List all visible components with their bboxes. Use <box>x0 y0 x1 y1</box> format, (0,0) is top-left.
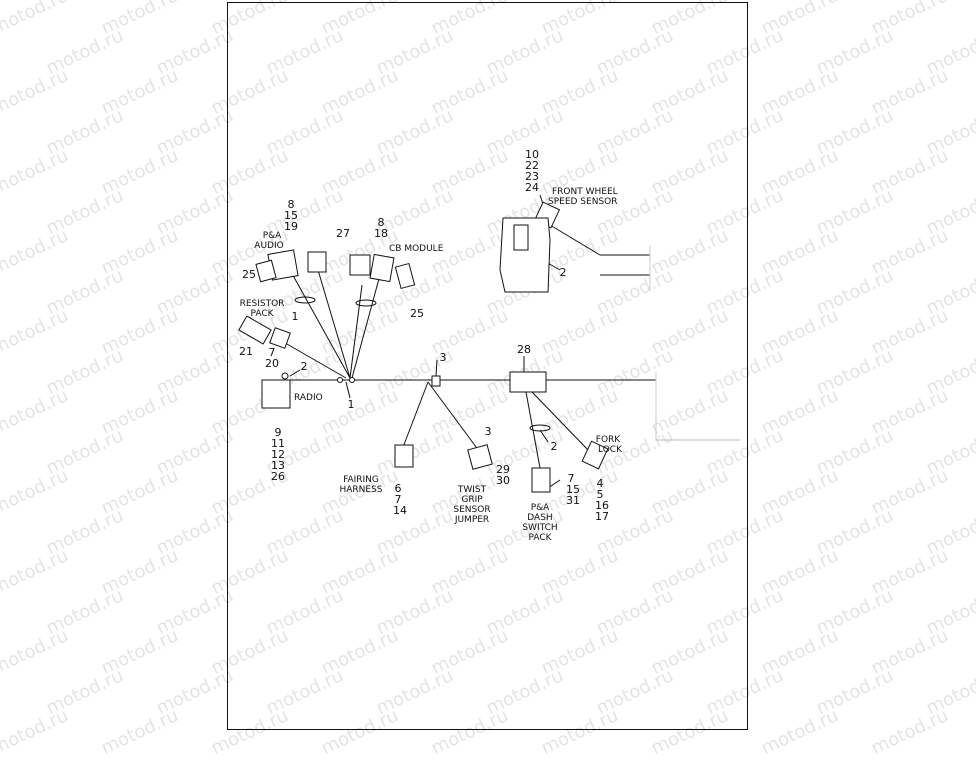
branch-twist <box>428 382 482 455</box>
label-cb-module: CB MODULE <box>389 244 444 254</box>
callout-27: 27 <box>336 227 350 240</box>
callout-30: 30 <box>496 474 510 487</box>
branch-fairing <box>400 382 428 455</box>
callout-20: 20 <box>265 357 279 370</box>
callout-2: 2 <box>551 440 558 453</box>
dash-switch-connector <box>532 468 550 492</box>
callout-14: 14 <box>393 504 407 517</box>
label-radio: RADIO <box>294 393 323 403</box>
resistor-pack <box>239 316 271 344</box>
harness-clip <box>338 378 343 383</box>
callout-24: 24 <box>525 181 539 194</box>
callout-25: 25 <box>410 307 424 320</box>
callout-1: 1 <box>292 310 299 323</box>
callout-17: 17 <box>595 510 609 523</box>
callout-1: 1 <box>348 398 355 411</box>
branch-27-left <box>318 270 350 378</box>
frame-stub-lower <box>656 372 740 440</box>
speed-sensor-branch <box>550 225 600 255</box>
callout-26: 26 <box>271 470 285 483</box>
connector-27-left <box>308 252 326 272</box>
callout-28: 28 <box>517 343 531 356</box>
leader-2-radio <box>290 370 300 376</box>
callout-21: 21 <box>239 345 253 358</box>
callout-2: 2 <box>301 360 308 373</box>
harness-clip <box>350 378 355 383</box>
cb-module-connector <box>370 254 394 281</box>
leader-3 <box>436 360 437 376</box>
callout-31: 31 <box>566 494 580 507</box>
callout-3: 3 <box>440 351 447 364</box>
callout-19: 19 <box>284 220 298 233</box>
harness-clip-3 <box>432 376 440 386</box>
callout-18: 18 <box>374 227 388 240</box>
connector-27-right <box>350 255 370 275</box>
connector-25-cb <box>395 264 414 289</box>
branch-pa-audio <box>290 270 350 378</box>
branch-fork <box>532 392 590 452</box>
callout-3: 3 <box>485 425 492 438</box>
speed-sensor-lead <box>600 255 650 275</box>
bracket-detail <box>514 225 528 250</box>
fairing-harness-connector <box>395 445 413 467</box>
leader-1 <box>346 382 350 398</box>
twist-grip-connector <box>468 445 492 469</box>
leader-2-dash <box>540 430 548 442</box>
callout-25: 25 <box>242 268 256 281</box>
radio-clip <box>282 373 288 379</box>
callout-2: 2 <box>560 266 567 279</box>
radio-connector <box>262 380 290 408</box>
connector-28 <box>510 372 546 392</box>
clip-oval <box>356 300 376 306</box>
branch-resistor <box>280 340 346 378</box>
